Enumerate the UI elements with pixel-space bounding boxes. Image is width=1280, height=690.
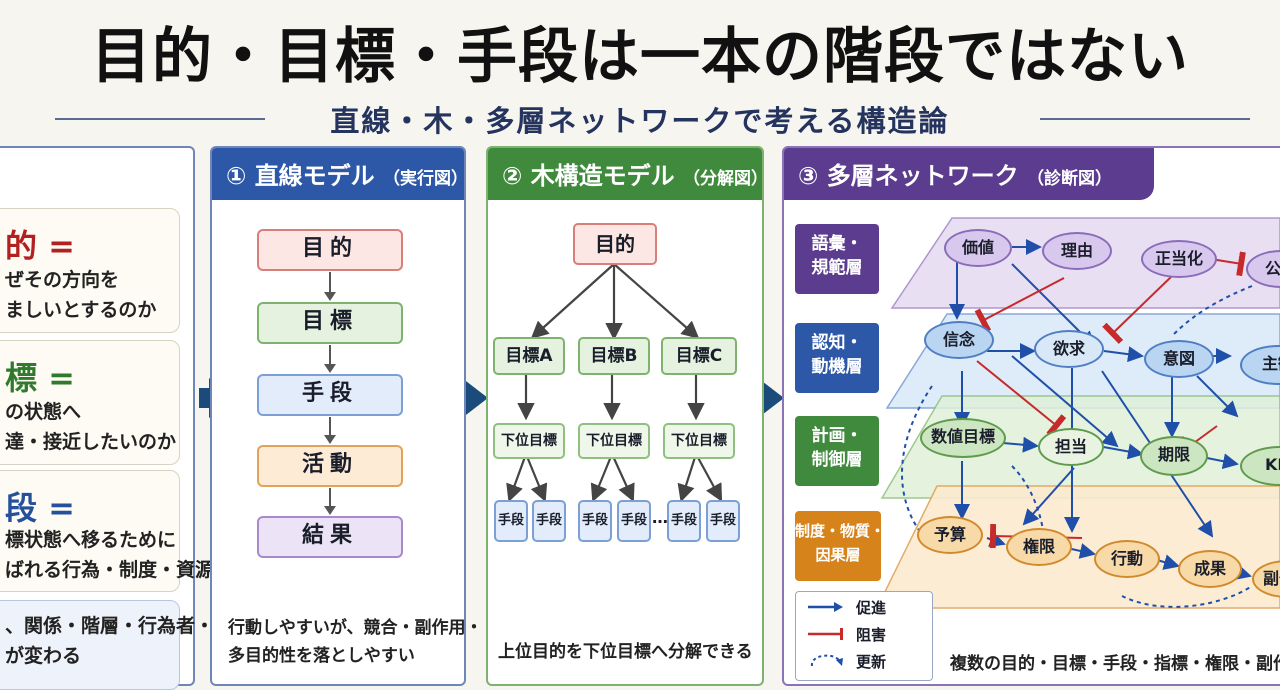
page-subtitle: 直線・木・多層ネットワークで考える構造論: [330, 104, 950, 138]
linear-arrow-4-head: [324, 506, 336, 515]
network-legend: 促進 阻害 更新: [795, 591, 933, 681]
tree-subgoal-c: 下位目標: [663, 423, 735, 459]
linear-box-activity: 活動: [257, 445, 403, 487]
tree-goal-b: 目標B: [578, 337, 650, 375]
panel-tree-title: 木構造モデル: [530, 162, 675, 190]
layer-label-cognition: 認知・ 動機層: [795, 323, 879, 393]
legend-promote-label: 促進: [856, 599, 887, 617]
definition-note-line1: 、関係・階層・行為者・: [5, 615, 215, 637]
definition-note-line2: が変わる: [5, 645, 82, 667]
legend-promote-icon: [808, 602, 843, 612]
layer-label-norm: 語彙・ 規範層: [795, 224, 879, 294]
subtitle-rule-right: [1040, 118, 1250, 120]
definition-means-line2: ばれる行為・制度・資源: [5, 559, 215, 581]
definition-purpose-line2: ましいとするのか: [5, 299, 157, 321]
linear-box-result: 結果: [257, 516, 403, 558]
network-caption: 複数の目的・目標・手段・指標・権限・副作用: [950, 654, 1280, 674]
definition-goal-head: 標 =: [5, 359, 75, 397]
tree-means-6: 手段: [706, 500, 740, 542]
panel-linear-sub: （実行図）: [383, 169, 469, 189]
definition-goal-line1: の状態へ: [5, 401, 82, 423]
panel-tree-header: ② 木構造モデル （分解図）: [488, 148, 768, 200]
definition-purpose-head: 的 =: [5, 227, 75, 265]
panel-linear-header: ① 直線モデル （実行図）: [212, 148, 468, 200]
definition-note: 、関係・階層・行為者・ が変わる: [0, 600, 214, 690]
linear-box-goal: 目標: [257, 302, 403, 344]
node-justification: 正当化: [1141, 240, 1217, 278]
panel-tree-sub: （分解図）: [683, 169, 769, 189]
tree-subgoal-b: 下位目標: [578, 423, 650, 459]
node-intention: 意図: [1144, 340, 1214, 378]
panel-tree-number: ②: [502, 162, 523, 190]
linear-arrow-1-head: [324, 292, 336, 301]
layer-label-cognition-text: 認知・ 動機層: [811, 333, 863, 377]
page-title: 目的・目標・手段は一本の階段ではない: [91, 22, 1189, 92]
tree-goal-a: 目標A: [493, 337, 565, 375]
tree-means-2: 手段: [532, 500, 566, 542]
definition-purpose: 的 = ぜその方向を ましいとするのか: [0, 208, 180, 333]
tree-ellipsis: …: [652, 508, 668, 527]
tree-goal-c: 目標C: [661, 337, 737, 375]
linear-arrow-1-line: [329, 272, 331, 292]
linear-arrow-2-line: [329, 345, 331, 364]
flow-arrow-stem-1: [199, 388, 211, 408]
linear-caption-2: 多目的性を落としやすい: [228, 646, 415, 666]
layer-label-planning: 計画・ 制御層: [795, 416, 879, 486]
linear-arrow-3-head: [324, 435, 336, 444]
panel-network-header: ③ 多層ネットワーク （診断図）: [784, 148, 1154, 200]
tree-means-5: 手段: [667, 500, 701, 542]
linear-arrow-3-line: [329, 417, 331, 435]
panel-linear-number: ①: [226, 162, 247, 190]
layer-label-norm-text: 語彙・ 規範層: [811, 234, 863, 278]
definition-goal-line2: 達・接近したいのか: [5, 431, 177, 453]
node-reason: 理由: [1042, 232, 1112, 270]
linear-caption-1: 行動しやすいが、競合・副作用・: [228, 618, 483, 638]
node-outcome: 成果: [1178, 550, 1242, 588]
node-authority: 権限: [1006, 528, 1072, 566]
linear-box-means: 手段: [257, 374, 403, 416]
legend-inhibit-label: 阻害: [856, 626, 887, 644]
definition-means: 段 = 標状態へ移るために ばれる行為・制度・資源: [0, 470, 214, 592]
tree-means-4: 手段: [617, 500, 651, 542]
layer-plane-institution: [875, 485, 1280, 609]
tree-means-3: 手段: [578, 500, 612, 542]
flow-arrow-2: [462, 378, 488, 418]
tree-means-1: 手段: [494, 500, 528, 542]
legend-inhibit-icon: [808, 628, 843, 640]
node-numeric-goal: 数値目標: [920, 418, 1006, 458]
tree-subgoal-a: 下位目標: [493, 423, 565, 459]
layer-label-planning-text: 計画・ 制御層: [811, 426, 863, 470]
panel-network-number: ③: [798, 162, 819, 190]
panel-linear-title: 直線モデル: [254, 162, 375, 190]
definition-purpose-line1: ぜその方向を: [5, 269, 120, 291]
node-desire: 欲求: [1034, 330, 1104, 368]
node-action: 行動: [1094, 540, 1160, 578]
linear-arrow-4-line: [329, 488, 331, 506]
node-value: 価値: [944, 229, 1012, 267]
tree-caption: 上位目的を下位目標へ分解できる: [498, 642, 753, 662]
definition-goal: 標 = の状態へ 達・接近したいのか: [0, 340, 180, 465]
subtitle-rule-left: [55, 118, 265, 120]
legend-update-icon: [811, 654, 843, 667]
panel-network-title: 多層ネットワーク: [826, 162, 1019, 190]
linear-arrow-2-head: [324, 364, 336, 373]
node-budget: 予算: [917, 516, 983, 554]
layer-label-institution: 制度・物質・ 因果層: [795, 511, 885, 581]
linear-box-purpose: 目的: [257, 229, 403, 271]
node-in-charge: 担当: [1038, 428, 1104, 466]
layer-label-institution-text: 制度・物質・ 因果層: [795, 522, 886, 564]
tree-root: 目的: [573, 223, 657, 265]
panel-linear-model: ① 直線モデル （実行図）: [210, 146, 468, 686]
panel-network-sub: （診断図）: [1027, 169, 1113, 189]
tree-connectors: [506, 263, 723, 503]
legend-update-label: 更新: [856, 653, 887, 671]
node-deadline: 期限: [1140, 436, 1208, 476]
definition-means-line1: 標状態へ移るために: [5, 529, 177, 551]
node-belief: 信念: [924, 321, 994, 359]
definition-means-head: 段 =: [5, 489, 75, 527]
